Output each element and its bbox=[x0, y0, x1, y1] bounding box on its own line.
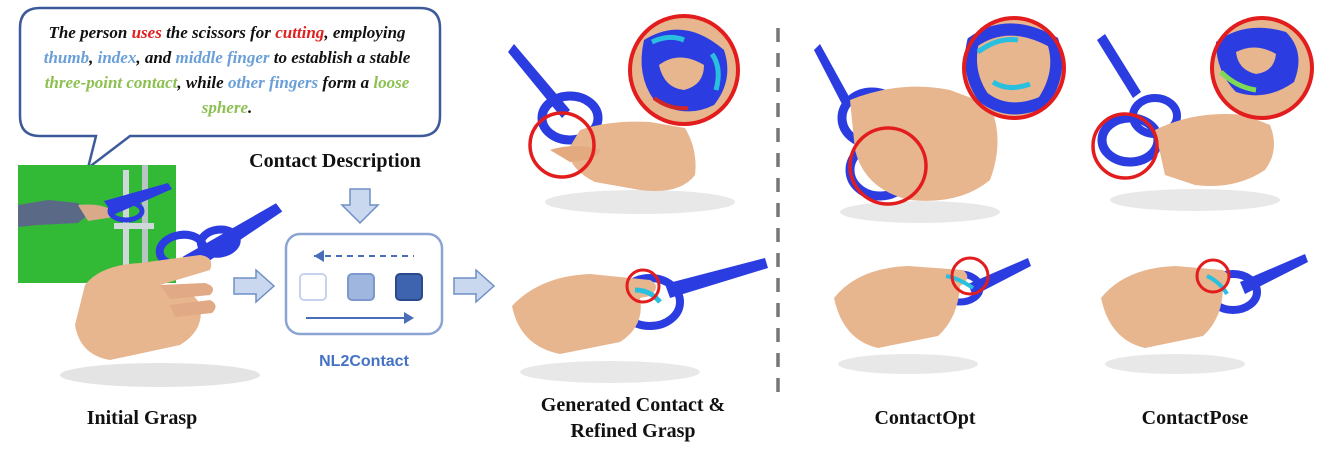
description-segment: the scissors for bbox=[161, 23, 276, 42]
description-segment: thumb bbox=[43, 48, 90, 67]
generated-top-zoom bbox=[628, 14, 740, 126]
section-divider bbox=[776, 28, 780, 398]
nl2contact-model-box bbox=[284, 232, 444, 336]
arrow-to-model bbox=[233, 268, 276, 304]
description-segment: to establish a stable bbox=[269, 48, 411, 67]
description-segment: other fingers bbox=[227, 73, 319, 92]
description-segment: , bbox=[89, 48, 98, 67]
speech-bubble bbox=[18, 6, 442, 170]
generated-caption: Generated Contact & Refined Grasp bbox=[498, 392, 768, 444]
description-segment: middle finger bbox=[175, 48, 270, 67]
description-segment: , while bbox=[177, 73, 228, 92]
contactopt-bottom-render bbox=[834, 256, 1031, 374]
contactopt-caption: ContactOpt bbox=[874, 407, 976, 429]
contactopt-top-zoom bbox=[962, 16, 1066, 120]
generated-bottom-render bbox=[512, 258, 768, 383]
contactpose-bottom-render bbox=[1101, 254, 1308, 374]
contactpose-top-zoom bbox=[1210, 16, 1314, 120]
description-segment: uses bbox=[131, 23, 162, 42]
arrow-from-model bbox=[453, 268, 496, 304]
description-segment: index bbox=[97, 48, 137, 67]
initial-grasp-caption: Initial Grasp bbox=[86, 407, 198, 429]
description-segment: loose sphere bbox=[201, 73, 410, 117]
contactpose-caption: ContactPose bbox=[1141, 407, 1249, 429]
contact-description-text: The person uses the scissors for cutting… bbox=[30, 20, 424, 120]
initial-grasp-render bbox=[60, 203, 283, 387]
down-arrow bbox=[340, 188, 380, 225]
description-segment: . bbox=[248, 98, 253, 117]
nl2contact-label: NL2Contact bbox=[319, 353, 409, 370]
generated-caption-line2: Refined Grasp bbox=[570, 420, 696, 442]
description-segment: , and bbox=[136, 48, 176, 67]
contact-description-label: Contact Description bbox=[249, 150, 421, 172]
generated-caption-line1: Generated Contact & bbox=[540, 394, 726, 416]
generated-top-render bbox=[508, 44, 735, 214]
description-segment: three-point contact bbox=[44, 73, 178, 92]
description-segment: , employing bbox=[324, 23, 406, 42]
description-segment: cutting bbox=[275, 23, 325, 42]
contactpose-top-render bbox=[1091, 34, 1280, 211]
description-segment: form a bbox=[318, 73, 374, 92]
contactopt-top-render bbox=[814, 44, 1000, 223]
description-segment: The person bbox=[48, 23, 132, 42]
